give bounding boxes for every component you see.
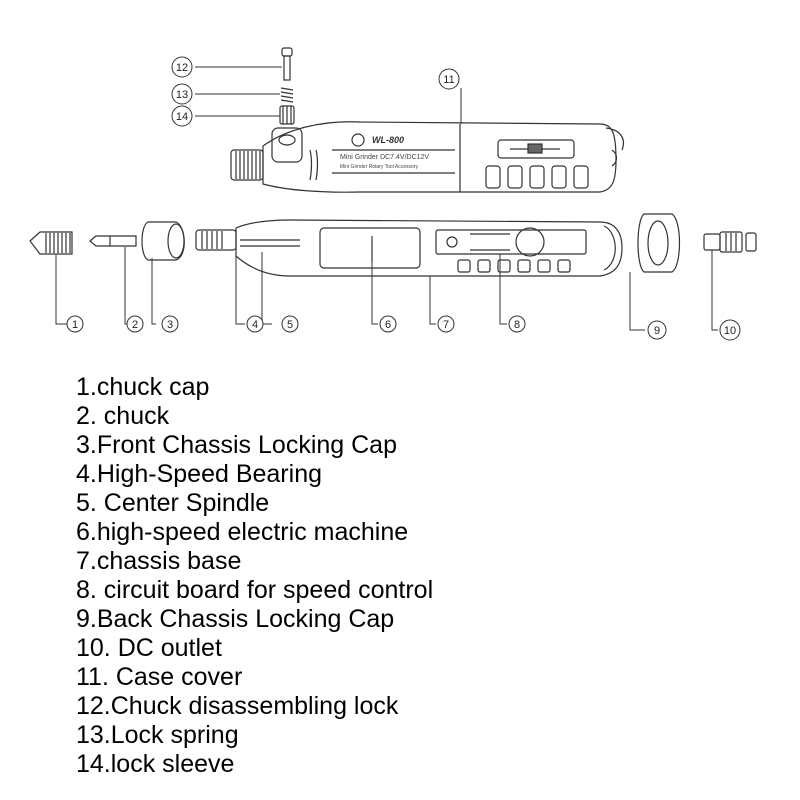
callout-12: 12: [171, 56, 193, 78]
svg-text:3: 3: [167, 319, 173, 331]
svg-text:13: 13: [176, 89, 188, 101]
callout-5: 5: [281, 315, 299, 333]
chuck-lock-pin: [281, 47, 293, 81]
label-plate: WL-800 Mini Grinder DC7.4V/DC12V Mini Gr…: [332, 133, 455, 174]
svg-text:12: 12: [176, 62, 188, 74]
legend-item: 13.Lock spring: [76, 721, 239, 749]
legend-item: 2. chuck: [76, 402, 170, 430]
front-locking-cap-part: [141, 221, 185, 261]
exploded-view-diagram: WL-800 Mini Grinder DC7.4V/DC12V Mini Gr…: [29, 47, 757, 341]
svg-text:8: 8: [514, 319, 520, 331]
legend-item: 6.high-speed electric machine: [76, 518, 409, 546]
case-cover-outline: [262, 121, 617, 193]
lock-sleeve: [279, 105, 295, 125]
legend-item: 12.Chuck disassembling lock: [76, 692, 399, 720]
callout-1: 1: [66, 315, 84, 333]
lock-spring: [280, 87, 294, 103]
callout-8: 8: [508, 315, 526, 333]
svg-text:6: 6: [385, 319, 391, 331]
svg-text:1: 1: [72, 319, 78, 331]
svg-text:11: 11: [443, 74, 454, 86]
parts-legend: 1.chuck cap 2. chuck 3.Front Chassis Loc…: [76, 373, 433, 779]
switch-window: [497, 139, 575, 159]
lock-housing: [271, 127, 303, 163]
chuck-cap-part: [29, 231, 73, 255]
motor-part: [319, 227, 421, 269]
leader-lines-top: [195, 66, 462, 124]
chassis-assembly: [195, 219, 623, 277]
dc-outlet-part: [703, 231, 757, 253]
legend-item: 10. DC outlet: [76, 634, 222, 662]
legend-item: 14.lock sleeve: [76, 750, 235, 778]
legend-item: 1.chuck cap: [76, 373, 210, 401]
legend-item: 8. circuit board for speed control: [76, 576, 434, 604]
callout-10: 10: [719, 319, 741, 341]
circuit-board-part: [435, 229, 587, 255]
callout-13: 13: [171, 83, 193, 105]
case-cover-assembly: WL-800 Mini Grinder DC7.4V/DC12V Mini Gr…: [230, 121, 625, 193]
back-locking-cap-part: [637, 213, 681, 273]
callout-2: 2: [126, 315, 144, 333]
svg-text:9: 9: [654, 325, 660, 337]
legend-item: 9.Back Chassis Locking Cap: [76, 605, 395, 633]
chuck-part: [89, 235, 137, 247]
svg-text:10: 10: [724, 325, 736, 337]
legend-item: 7.chassis base: [76, 547, 242, 575]
legend-item: 11. Case cover: [76, 663, 243, 691]
callout-11: 11: [438, 68, 460, 90]
brand-text: WL-800: [372, 135, 404, 145]
svg-text:14: 14: [176, 111, 188, 123]
callout-7: 7: [437, 315, 455, 333]
callout-14: 14: [171, 105, 193, 127]
svg-text:4: 4: [252, 319, 258, 331]
svg-text:5: 5: [287, 319, 293, 331]
callout-3: 3: [161, 315, 179, 333]
callouts: 1 2 3 4 5 6 7 8 9 10 11 12 13 14: [66, 56, 741, 341]
leader-lines-bottom: [55, 247, 718, 331]
callout-4: 4: [246, 315, 264, 333]
callout-9: 9: [647, 320, 667, 340]
fineprint-text: Mini Grinder Rotary Tool Accessory: [340, 164, 418, 170]
subtitle-text: Mini Grinder DC7.4V/DC12V: [340, 154, 429, 161]
legend-item: 5. Center Spindle: [76, 489, 270, 517]
callout-6: 6: [379, 315, 397, 333]
nose-thread: [230, 149, 264, 181]
legend-item: 4.High-Speed Bearing: [76, 460, 322, 488]
svg-text:2: 2: [132, 319, 138, 331]
legend-item: 3.Front Chassis Locking Cap: [76, 431, 397, 459]
svg-text:7: 7: [443, 319, 449, 331]
